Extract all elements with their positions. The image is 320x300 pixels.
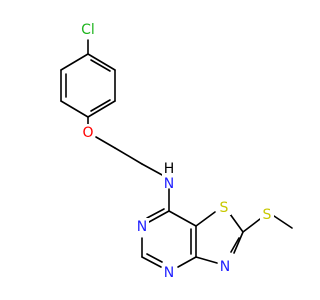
thioether-sulfur-label: S xyxy=(263,207,272,223)
atom-label-o: O xyxy=(81,124,95,141)
atom-label-s-chain: S xyxy=(260,206,274,223)
bond xyxy=(230,237,240,253)
bond xyxy=(141,256,162,268)
bond xyxy=(242,218,261,233)
bond xyxy=(273,215,293,229)
atom-label-n-thz: N xyxy=(218,258,232,275)
bond xyxy=(146,208,165,219)
chlorine-label: Cl xyxy=(81,22,95,38)
atom-label-cl: Cl xyxy=(77,20,99,38)
bond xyxy=(148,210,170,223)
bond xyxy=(90,99,111,112)
bond xyxy=(95,136,116,149)
bond xyxy=(114,147,143,165)
bond xyxy=(87,100,116,118)
bond xyxy=(195,256,218,264)
atom-label-s-ring: S xyxy=(217,199,231,216)
pyrimidine-nitrogen-label: N xyxy=(164,265,174,281)
hydrogen-label: H xyxy=(164,161,175,177)
structure-canvas: Cl O H N N N N S S xyxy=(60,20,293,281)
bond xyxy=(177,256,197,268)
bond xyxy=(229,213,244,233)
bond xyxy=(146,253,163,263)
thiazole-nitrogen-label: N xyxy=(220,259,230,275)
pyrimidine-nitrogen-label: N xyxy=(137,219,147,235)
bond xyxy=(60,53,89,71)
bond xyxy=(168,210,197,227)
amine-nitrogen-label: N xyxy=(164,176,174,192)
atom-label-nh: H N xyxy=(162,161,176,192)
bond xyxy=(141,163,165,177)
bond xyxy=(233,231,244,254)
atom-label-n-ring1: N xyxy=(135,218,149,235)
bond xyxy=(87,53,116,71)
molecule-drawing: Cl O H N N N N S S xyxy=(60,20,293,281)
bond xyxy=(90,59,111,72)
bond xyxy=(60,100,89,118)
oxygen-label: O xyxy=(82,125,93,141)
thiazole-sulfur-label: S xyxy=(220,200,229,216)
thiazole-ring xyxy=(195,211,244,264)
chlorophenyl-ring xyxy=(60,53,116,118)
atom-label-n-ring2: N xyxy=(162,264,176,281)
pyrimidine-ring xyxy=(141,208,197,268)
bond xyxy=(195,211,216,227)
